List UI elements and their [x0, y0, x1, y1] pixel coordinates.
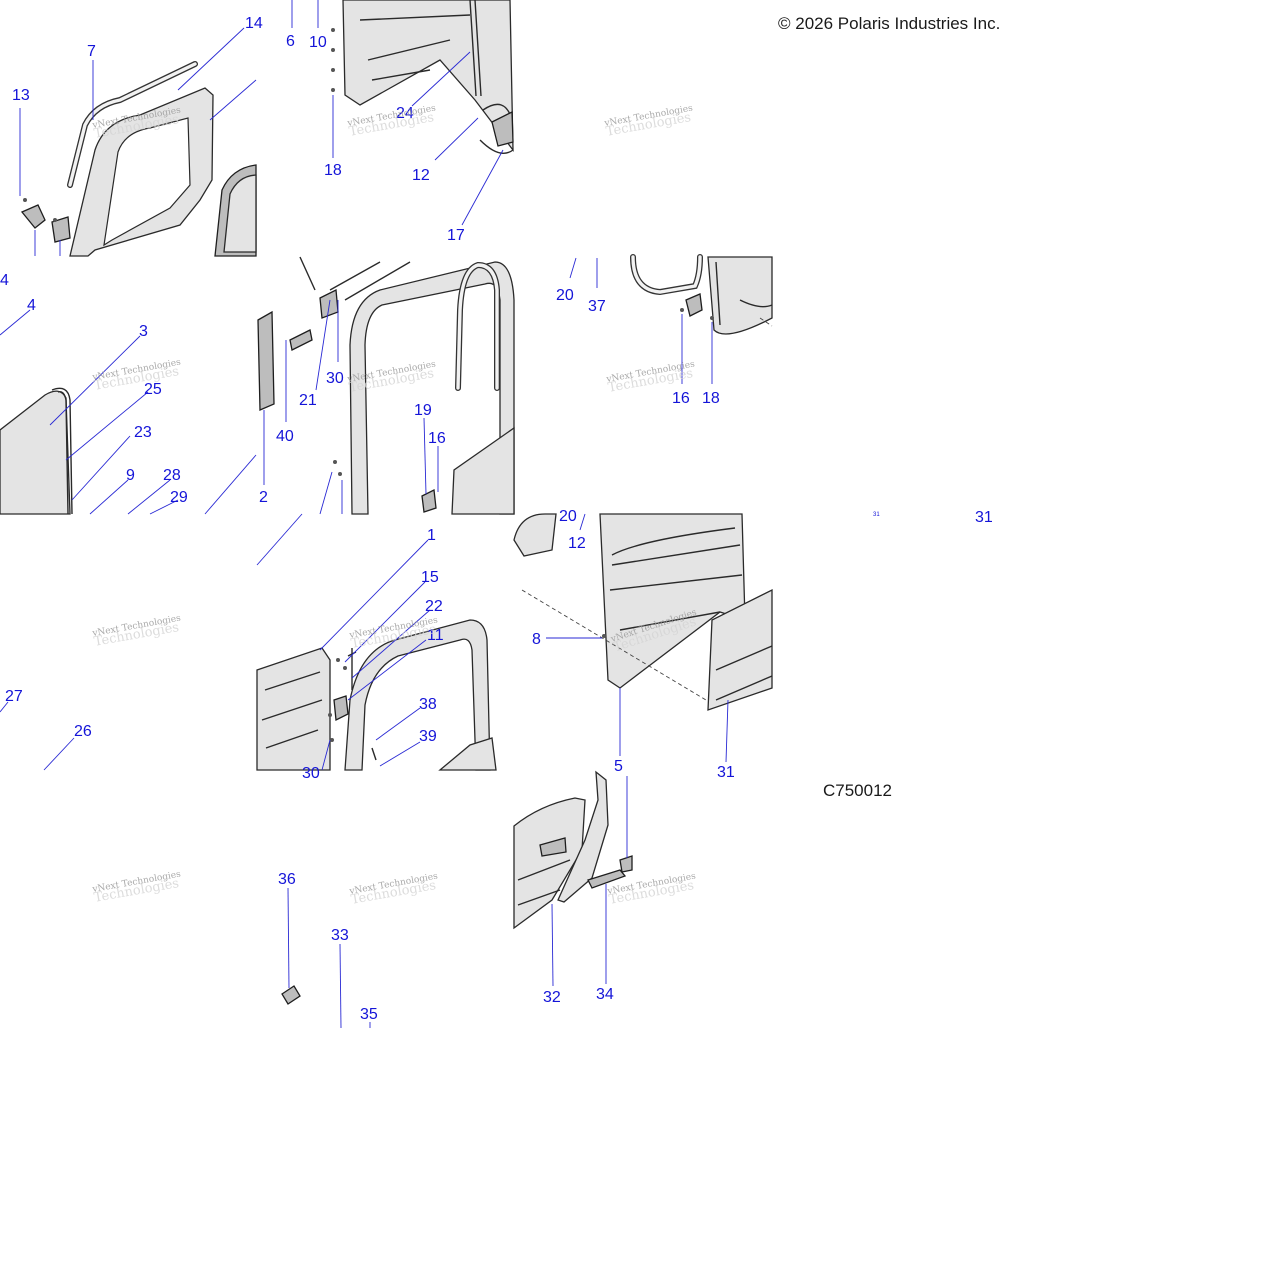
callout-17: 17 [447, 227, 465, 244]
callout-34: 34 [596, 986, 614, 1003]
grab-handle [587, 869, 627, 889]
tile-door-panel-regulator: 6 10 24 18 12 17 [286, 0, 514, 244]
callout-20-rear: 20 [559, 508, 577, 525]
front-door-glass [223, 174, 257, 253]
front-door-edge [513, 513, 557, 557]
callout-19: 19 [414, 402, 432, 419]
callout-37: 37 [588, 298, 606, 315]
door-glass-lower [438, 737, 497, 771]
tile-left-fasteners: 27 26 [0, 688, 92, 771]
callout-39: 39 [419, 728, 437, 745]
interior-handle-recess [539, 837, 567, 857]
diagram-code: C750012 [823, 781, 892, 800]
callout-12-rear: 12 [568, 535, 586, 552]
callout-30-lower: 30 [302, 765, 320, 782]
callout-20: 20 [556, 287, 574, 304]
interior-door-trim [513, 797, 586, 930]
callout-31-far: 31 [975, 509, 993, 526]
callout-18-latch: 18 [702, 390, 720, 407]
callout-32: 32 [543, 989, 561, 1006]
callout-18: 18 [324, 162, 342, 179]
door-check-strap [281, 985, 301, 1005]
clip [371, 747, 377, 761]
callout-5: 5 [614, 758, 623, 775]
callout-2: 2 [259, 489, 268, 506]
tile-front-door-frame: 13 7 14 [12, 15, 263, 257]
door-lock [333, 695, 349, 722]
rear-door-edge [707, 256, 773, 335]
rear-door-window-line [611, 527, 736, 556]
glass-run-channel [51, 387, 73, 515]
callout-22: 22 [425, 598, 443, 615]
callout-6: 6 [286, 33, 295, 50]
tile-door-assembly: 1 15 22 11 38 39 30 [256, 513, 497, 782]
callout-partial: 31 [873, 512, 880, 518]
wiring [299, 256, 411, 301]
tile-door-glass: 4 4 3 25 23 9 28 29 [0, 272, 257, 515]
callout-23: 23 [134, 424, 152, 441]
front-door-window-opening [103, 117, 191, 247]
tile-latch-detail: 20 37 16 18 [556, 254, 773, 407]
callout-4-top: 4 [0, 272, 9, 289]
callout-12: 12 [412, 167, 430, 184]
door-hinge [289, 329, 313, 351]
tile-door-handles: 32 34 [513, 770, 633, 1006]
callout-4: 4 [27, 297, 36, 314]
tile-hinges-frame: 21 30 40 2 19 16 [257, 256, 515, 515]
armrest-trim [557, 770, 609, 903]
door-inner-panel [342, 0, 514, 152]
window-channel [469, 0, 482, 97]
callout-11: 11 [427, 627, 444, 644]
rear-latch [685, 293, 703, 317]
callout-21: 21 [299, 392, 317, 409]
callout-8: 8 [532, 631, 541, 648]
striker-plate [51, 216, 71, 243]
callout-16: 16 [428, 430, 446, 447]
callout-29: 29 [170, 489, 188, 506]
callout-33: 33 [331, 927, 349, 944]
callout-24: 24 [396, 105, 414, 122]
callout-7: 7 [87, 43, 96, 60]
tile-small-hardware: 36 33 35 [278, 871, 378, 1029]
callout-36: 36 [278, 871, 296, 888]
callout-13: 13 [12, 87, 30, 104]
callout-25: 25 [144, 381, 162, 398]
door-panel-lower [451, 426, 515, 515]
callout-30: 30 [326, 370, 344, 387]
copyright-notice: © 2026 Polaris Industries Inc. [778, 14, 1000, 33]
hinge-plate [257, 310, 275, 411]
tile-rear-door-panel: 20 12 8 5 31 [513, 508, 773, 781]
callout-35: 35 [360, 1006, 378, 1023]
callout-10: 10 [309, 34, 327, 51]
callout-16-latch: 16 [672, 390, 690, 407]
handle-bracket [619, 855, 633, 873]
door-trim-panel [707, 588, 773, 711]
callout-15: 15 [421, 569, 439, 586]
callout-14: 14 [245, 15, 263, 32]
callout-28: 28 [163, 467, 181, 484]
callout-26: 26 [74, 723, 92, 740]
callout-9: 9 [126, 467, 135, 484]
latch-assembly [421, 489, 437, 513]
callout-3: 3 [139, 323, 148, 340]
door-glass-panel [0, 390, 71, 515]
callout-40: 40 [276, 428, 294, 445]
callout-1: 1 [427, 527, 436, 544]
callout-38: 38 [419, 696, 437, 713]
callout-27: 27 [5, 688, 23, 705]
latch-bracket [20, 204, 46, 229]
callout-31: 31 [717, 764, 735, 781]
window-regulator-motor [491, 110, 514, 147]
